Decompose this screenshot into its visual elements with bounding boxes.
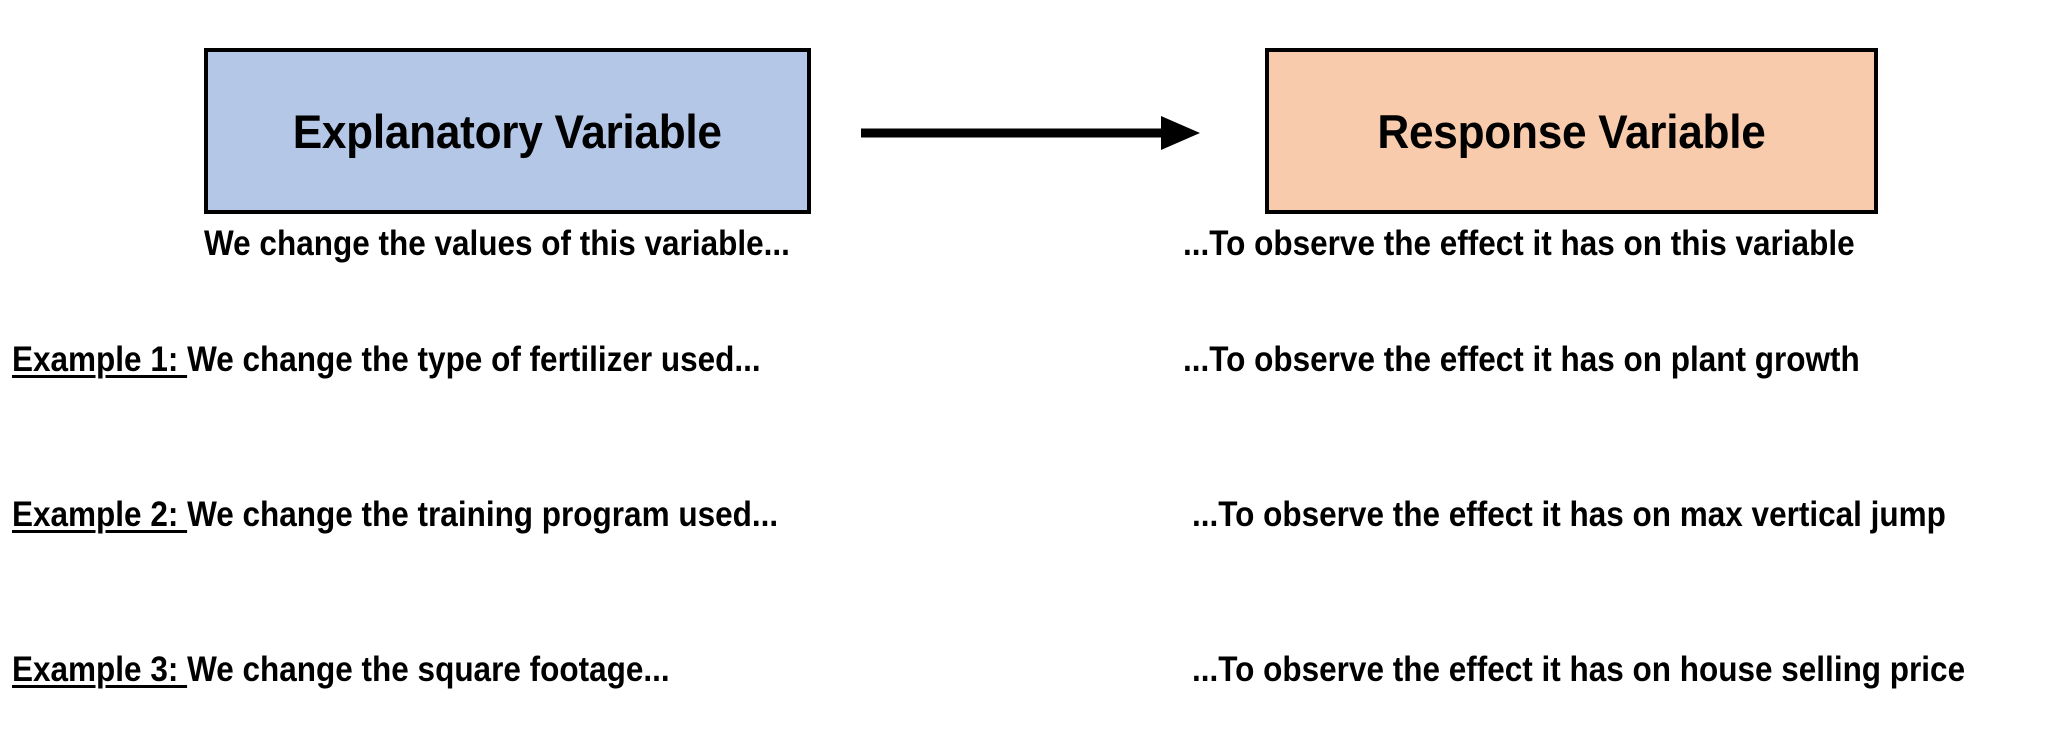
example-row-1: Example 1: We change the type of fertili… (0, 338, 2051, 386)
example-3-right-text: ...To observe the effect it has on house… (1192, 650, 1966, 689)
caption-row: We change the values of this variable...… (0, 222, 2051, 270)
example-3-tag: Example 3: (12, 650, 188, 689)
example-1-left: Example 1: We change the type of fertili… (12, 338, 761, 382)
example-3-left: Example 3: We change the square footage.… (12, 648, 670, 692)
example-row-3: Example 3: We change the square footage.… (0, 648, 2051, 696)
caption-explanatory-text: We change the values of this variable... (204, 224, 790, 263)
example-2-left: Example 2: We change the training progra… (12, 493, 778, 537)
example-2-right-text: ...To observe the effect it has on max v… (1192, 495, 1946, 534)
example-2-tag: Example 2: (12, 495, 188, 534)
arrow-head (1161, 116, 1200, 150)
example-row-2: Example 2: We change the training progra… (0, 493, 2051, 541)
example-3-left-text: We change the square footage... (187, 650, 670, 689)
arrow-right-icon (855, 108, 1205, 158)
explanatory-variable-box: Explanatory Variable (204, 48, 811, 214)
example-1-right-text: ...To observe the effect it has on plant… (1183, 340, 1860, 379)
response-variable-box: Response Variable (1265, 48, 1878, 214)
arrow-right-svg (861, 116, 1200, 150)
example-1-left-text: We change the type of fertilizer used... (187, 340, 761, 379)
example-2-left-text: We change the training program used... (187, 495, 779, 534)
explanatory-variable-label: Explanatory Variable (292, 104, 722, 158)
response-variable-label: Response Variable (1377, 104, 1766, 158)
example-1-tag: Example 1: (12, 340, 188, 379)
caption-response-text: ...To observe the effect it has on this … (1183, 224, 1855, 263)
